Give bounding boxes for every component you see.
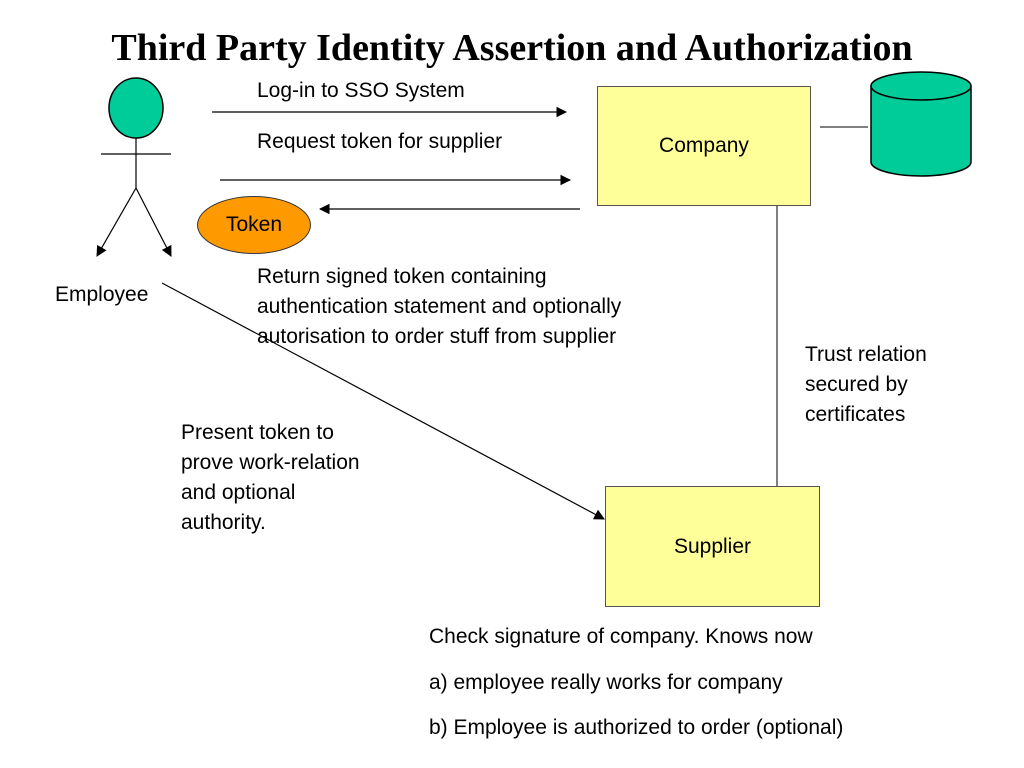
present-token-text: Present token to prove work-relation and… (181, 418, 360, 538)
token-label: Token (225, 213, 283, 236)
request-label: Request token for supplier (257, 130, 503, 153)
note-item-a: a) employee really works for company (429, 671, 783, 694)
return-line-1: Return signed token containing (257, 265, 547, 288)
return-token-text: Return signed token containing authentic… (257, 262, 621, 352)
trust-line-2: secured by (805, 373, 908, 396)
company-label: Company (659, 134, 749, 157)
return-line-3: autorisation to order stuff from supplie… (257, 325, 617, 348)
present-line-3: and optional (181, 481, 296, 504)
trust-line-3: certificates (805, 403, 906, 426)
trust-relation-text: Trust relation secured by certificates (805, 340, 927, 430)
employee-head (108, 77, 164, 139)
token-node[interactable]: Token (197, 196, 311, 254)
company-box[interactable]: Company (597, 86, 811, 206)
return-line-2: authentication statement and optionally (257, 295, 622, 318)
login-label: Log-in to SSO System (257, 79, 465, 102)
employee-left-leg (96, 187, 137, 257)
present-line-1: Present token to (181, 421, 334, 444)
trust-line-1: Trust relation (805, 343, 927, 366)
check-signature-note: Check signature of company. Knows now (429, 625, 813, 648)
supplier-label: Supplier (673, 534, 752, 558)
employee-right-leg (135, 187, 172, 257)
present-line-4: authority. (181, 511, 266, 534)
present-token-arrow (161, 282, 605, 520)
database-icon (870, 71, 972, 177)
supplier-box[interactable]: Supplier (605, 486, 820, 607)
diagram-title: Third Party Identity Assertion and Autho… (111, 27, 913, 69)
employee-stick-figure (96, 77, 172, 257)
present-line-2: prove work-relation (181, 451, 360, 474)
employee-label: Employee (55, 283, 149, 306)
note-item-b: b) Employee is authorized to order (opti… (429, 716, 844, 739)
